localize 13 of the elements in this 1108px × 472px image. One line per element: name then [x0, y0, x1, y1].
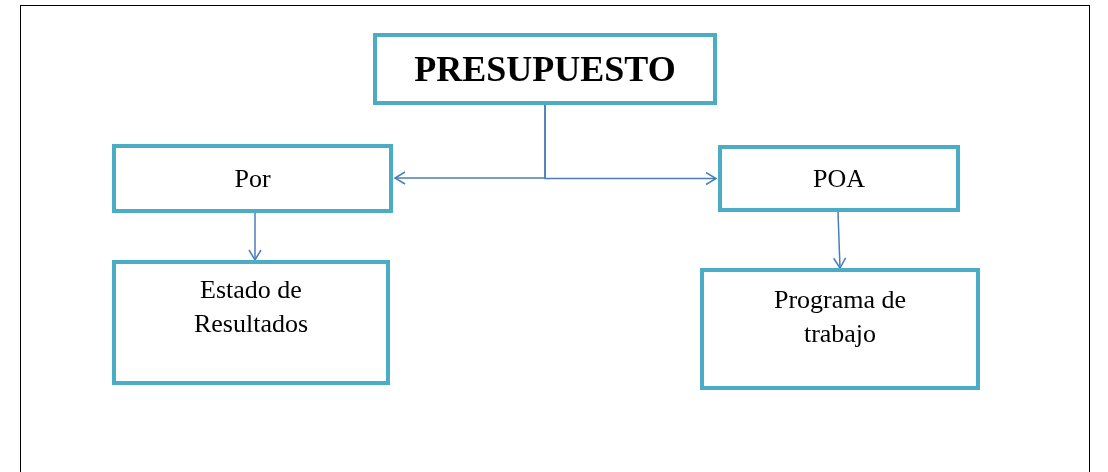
process-box: [112, 260, 390, 385]
process-box: [112, 144, 393, 213]
arrow: [544, 104, 717, 186]
arrow: [832, 211, 847, 269]
process-box: [700, 268, 980, 390]
box-label: POA: [813, 162, 865, 195]
process-box: [718, 145, 960, 212]
process-box: [373, 33, 717, 105]
box-label: Programa de trabajo: [772, 284, 908, 350]
box-label: PRESUPUESTO: [414, 47, 676, 91]
box-label: Por: [234, 162, 271, 195]
arrow: [248, 212, 262, 261]
box-label: Estado de Resultados: [192, 273, 310, 340]
